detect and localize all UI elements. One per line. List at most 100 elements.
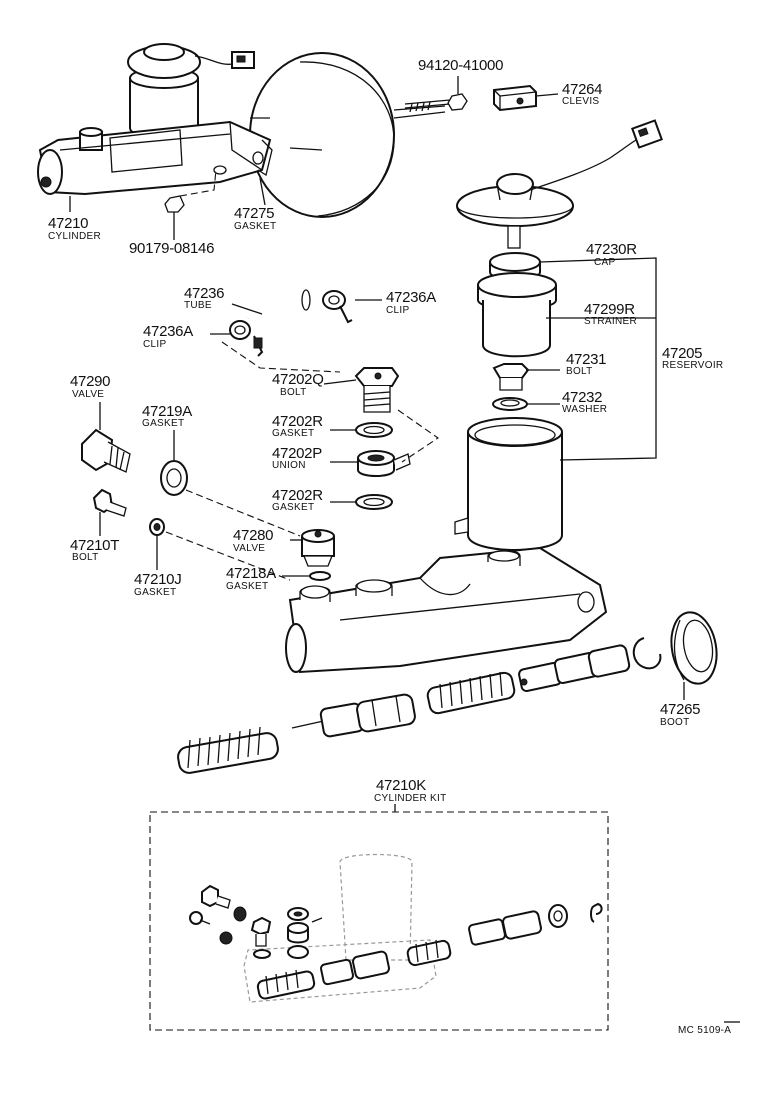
label-47231: 47231 BOLT [566,351,607,377]
spring-left [177,726,279,774]
label-47230R: 47230R CAP [586,241,638,268]
svg-text:47218A: 47218A [226,565,276,582]
label-47236A-left: 47236A CLIP [143,323,194,350]
gasket-47218A [309,571,331,581]
label-47202R-lower: 47202R GASKET [272,487,324,513]
nut-90179 [164,195,185,213]
svg-text:47280: 47280 [233,527,273,544]
svg-text:MC 5109-A: MC 5109-A [678,1025,731,1036]
svg-text:47232: 47232 [562,389,602,406]
svg-text:47265: 47265 [660,701,700,718]
clip-left [229,320,264,357]
svg-text:VALVE: VALVE [72,389,104,400]
svg-text:CLEVIS: CLEVIS [562,96,599,107]
label-47202P: 47202P UNION [272,445,323,471]
booster-stud [404,103,451,109]
svg-text:47264: 47264 [562,81,602,98]
svg-text:47236: 47236 [184,285,224,302]
union-bolt-47202Q [354,367,400,413]
svg-text:47219A: 47219A [142,403,192,420]
valve-47280 [301,529,335,567]
brake-booster [249,52,446,218]
snap-ring [632,637,662,670]
label-47299R: 47299R STRAINER [584,301,637,327]
svg-text:BOLT: BOLT [566,366,593,377]
strainer [477,272,557,358]
svg-text:47205: 47205 [662,345,702,362]
label-47264: 47264 CLEVIS [562,81,603,107]
reservoir-bolt-47231 [492,363,530,391]
svg-text:GASKET: GASKET [226,581,268,592]
svg-text:GASKET: GASKET [272,502,314,513]
label-47218A: 47218A GASKET [226,565,277,592]
bolt-47210T [92,488,127,517]
svg-text:47202R: 47202R [272,413,323,430]
label-47232: 47232 WASHER [562,389,607,415]
svg-text:CYLINDER: CYLINDER [48,231,101,242]
label-94120-41000: 94120-41000 [418,57,503,74]
svg-text:CAP: CAP [594,257,615,268]
svg-text:GASKET: GASKET [234,221,276,232]
label-47236A-right: 47236A CLIP [386,289,437,316]
svg-text:GASKET: GASKET [134,587,176,598]
union-47202P [357,450,411,477]
svg-text:CYLINDER KIT: CYLINDER KIT [374,793,447,804]
hose-tube [245,289,311,326]
svg-text:90179-08146: 90179-08146 [129,240,214,257]
spring-middle [426,671,516,715]
svg-text:47210K: 47210K [376,777,426,794]
svg-text:94120-41000: 94120-41000 [418,57,503,74]
svg-text:GASKET: GASKET [272,428,314,439]
svg-text:UNION: UNION [272,460,306,471]
svg-text:47231: 47231 [566,351,606,368]
internal-piston-parts [177,637,662,774]
svg-text:47202P: 47202P [272,445,322,462]
svg-text:STRAINER: STRAINER [584,316,637,327]
svg-text:CLIP: CLIP [386,305,409,316]
label-47210T: 47210T BOLT [70,537,120,563]
svg-text:47202R: 47202R [272,487,323,504]
gasket-47202R-lower [355,494,393,510]
label-47265: 47265 BOOT [660,701,701,728]
label-47280: 47280 VALVE [233,527,274,554]
svg-text:47236A: 47236A [386,289,436,306]
svg-text:CLIP: CLIP [143,339,166,350]
valve-47290 [81,428,131,473]
svg-text:47290: 47290 [70,373,110,390]
gasket-47219A [160,460,188,496]
svg-text:TUBE: TUBE [184,300,212,311]
label-47219A: 47219A GASKET [142,403,193,429]
nut-94120 [447,93,468,111]
label-47275: 47275 GASKET [234,205,276,232]
secondary-piston [518,644,631,692]
top-cylinder-body [37,120,272,196]
gasket-47202R-upper [355,422,393,438]
svg-text:BOLT: BOLT [280,387,307,398]
svg-text:47236A: 47236A [143,323,193,340]
svg-text:WASHER: WASHER [562,404,607,415]
label-47202R-upper: 47202R GASKET [272,413,324,439]
flange-gasket [257,139,273,177]
reservoir-tank [454,417,563,551]
boot-47265 [670,611,718,685]
svg-text:47230R: 47230R [586,241,637,258]
label-47290: 47290 VALVE [70,373,111,400]
clip-right [322,290,353,324]
clevis [493,84,537,112]
svg-text:RESERVOIR: RESERVOIR [662,360,723,371]
svg-text:47275: 47275 [234,205,274,222]
label-47202Q: 47202Q BOLT [272,371,324,398]
label-90179-08146: 90179-08146 [129,240,214,257]
svg-text:47202Q: 47202Q [272,371,324,388]
main-cylinder-body [285,546,608,674]
svg-text:47210T: 47210T [70,537,119,554]
label-47236: 47236 TUBE [184,285,225,311]
svg-text:GASKET: GASKET [142,418,184,429]
svg-text:47299R: 47299R [584,301,635,318]
label-47205: 47205 RESERVOIR [662,345,723,371]
svg-text:47210J: 47210J [134,571,181,588]
svg-text:VALVE: VALVE [233,543,265,554]
label-47210K: 47210K CYLINDER KIT [374,777,447,804]
figure-code: MC 5109-A [678,1025,731,1036]
